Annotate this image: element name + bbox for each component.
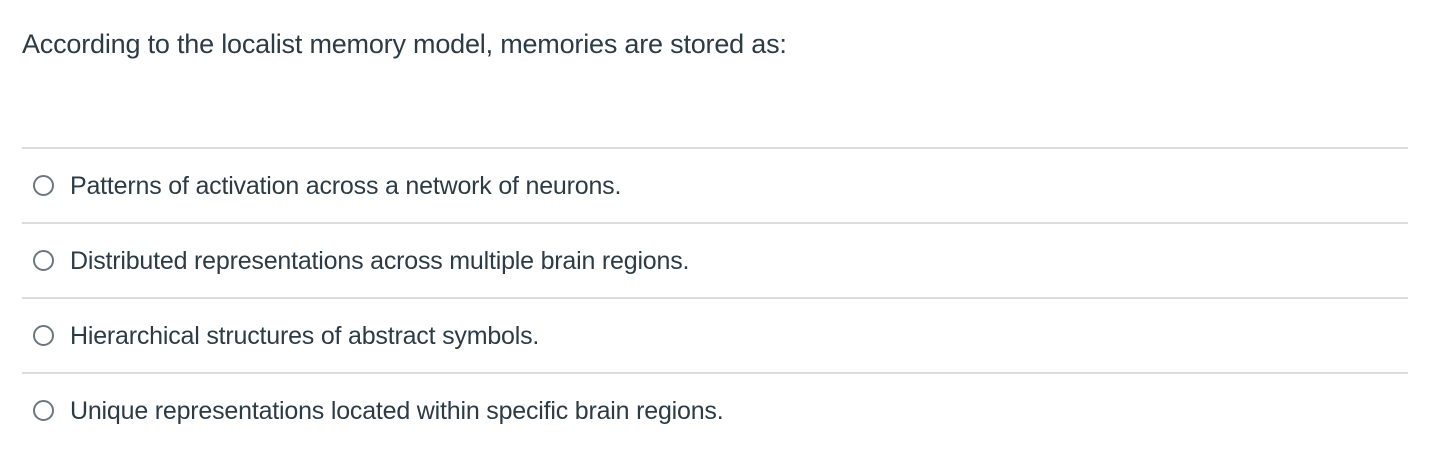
answer-option-3[interactable]: Hierarchical structures of abstract symb… bbox=[22, 297, 1408, 372]
radio-button-unselected[interactable] bbox=[33, 325, 54, 346]
radio-button-unselected[interactable] bbox=[33, 250, 54, 271]
answer-label[interactable]: Patterns of activation across a network … bbox=[70, 171, 622, 200]
question-text: According to the localist memory model, … bbox=[22, 29, 787, 59]
answer-options-list: Patterns of activation across a network … bbox=[22, 147, 1408, 447]
answer-label[interactable]: Unique representations located within sp… bbox=[70, 396, 724, 425]
answer-option-2[interactable]: Distributed representations across multi… bbox=[22, 222, 1408, 297]
answer-option-1[interactable]: Patterns of activation across a network … bbox=[22, 147, 1408, 222]
answer-option-4[interactable]: Unique representations located within sp… bbox=[22, 372, 1408, 447]
radio-button-unselected[interactable] bbox=[33, 400, 54, 421]
radio-button-unselected[interactable] bbox=[33, 175, 54, 196]
answer-label[interactable]: Distributed representations across multi… bbox=[70, 246, 690, 275]
answer-label[interactable]: Hierarchical structures of abstract symb… bbox=[70, 321, 540, 350]
